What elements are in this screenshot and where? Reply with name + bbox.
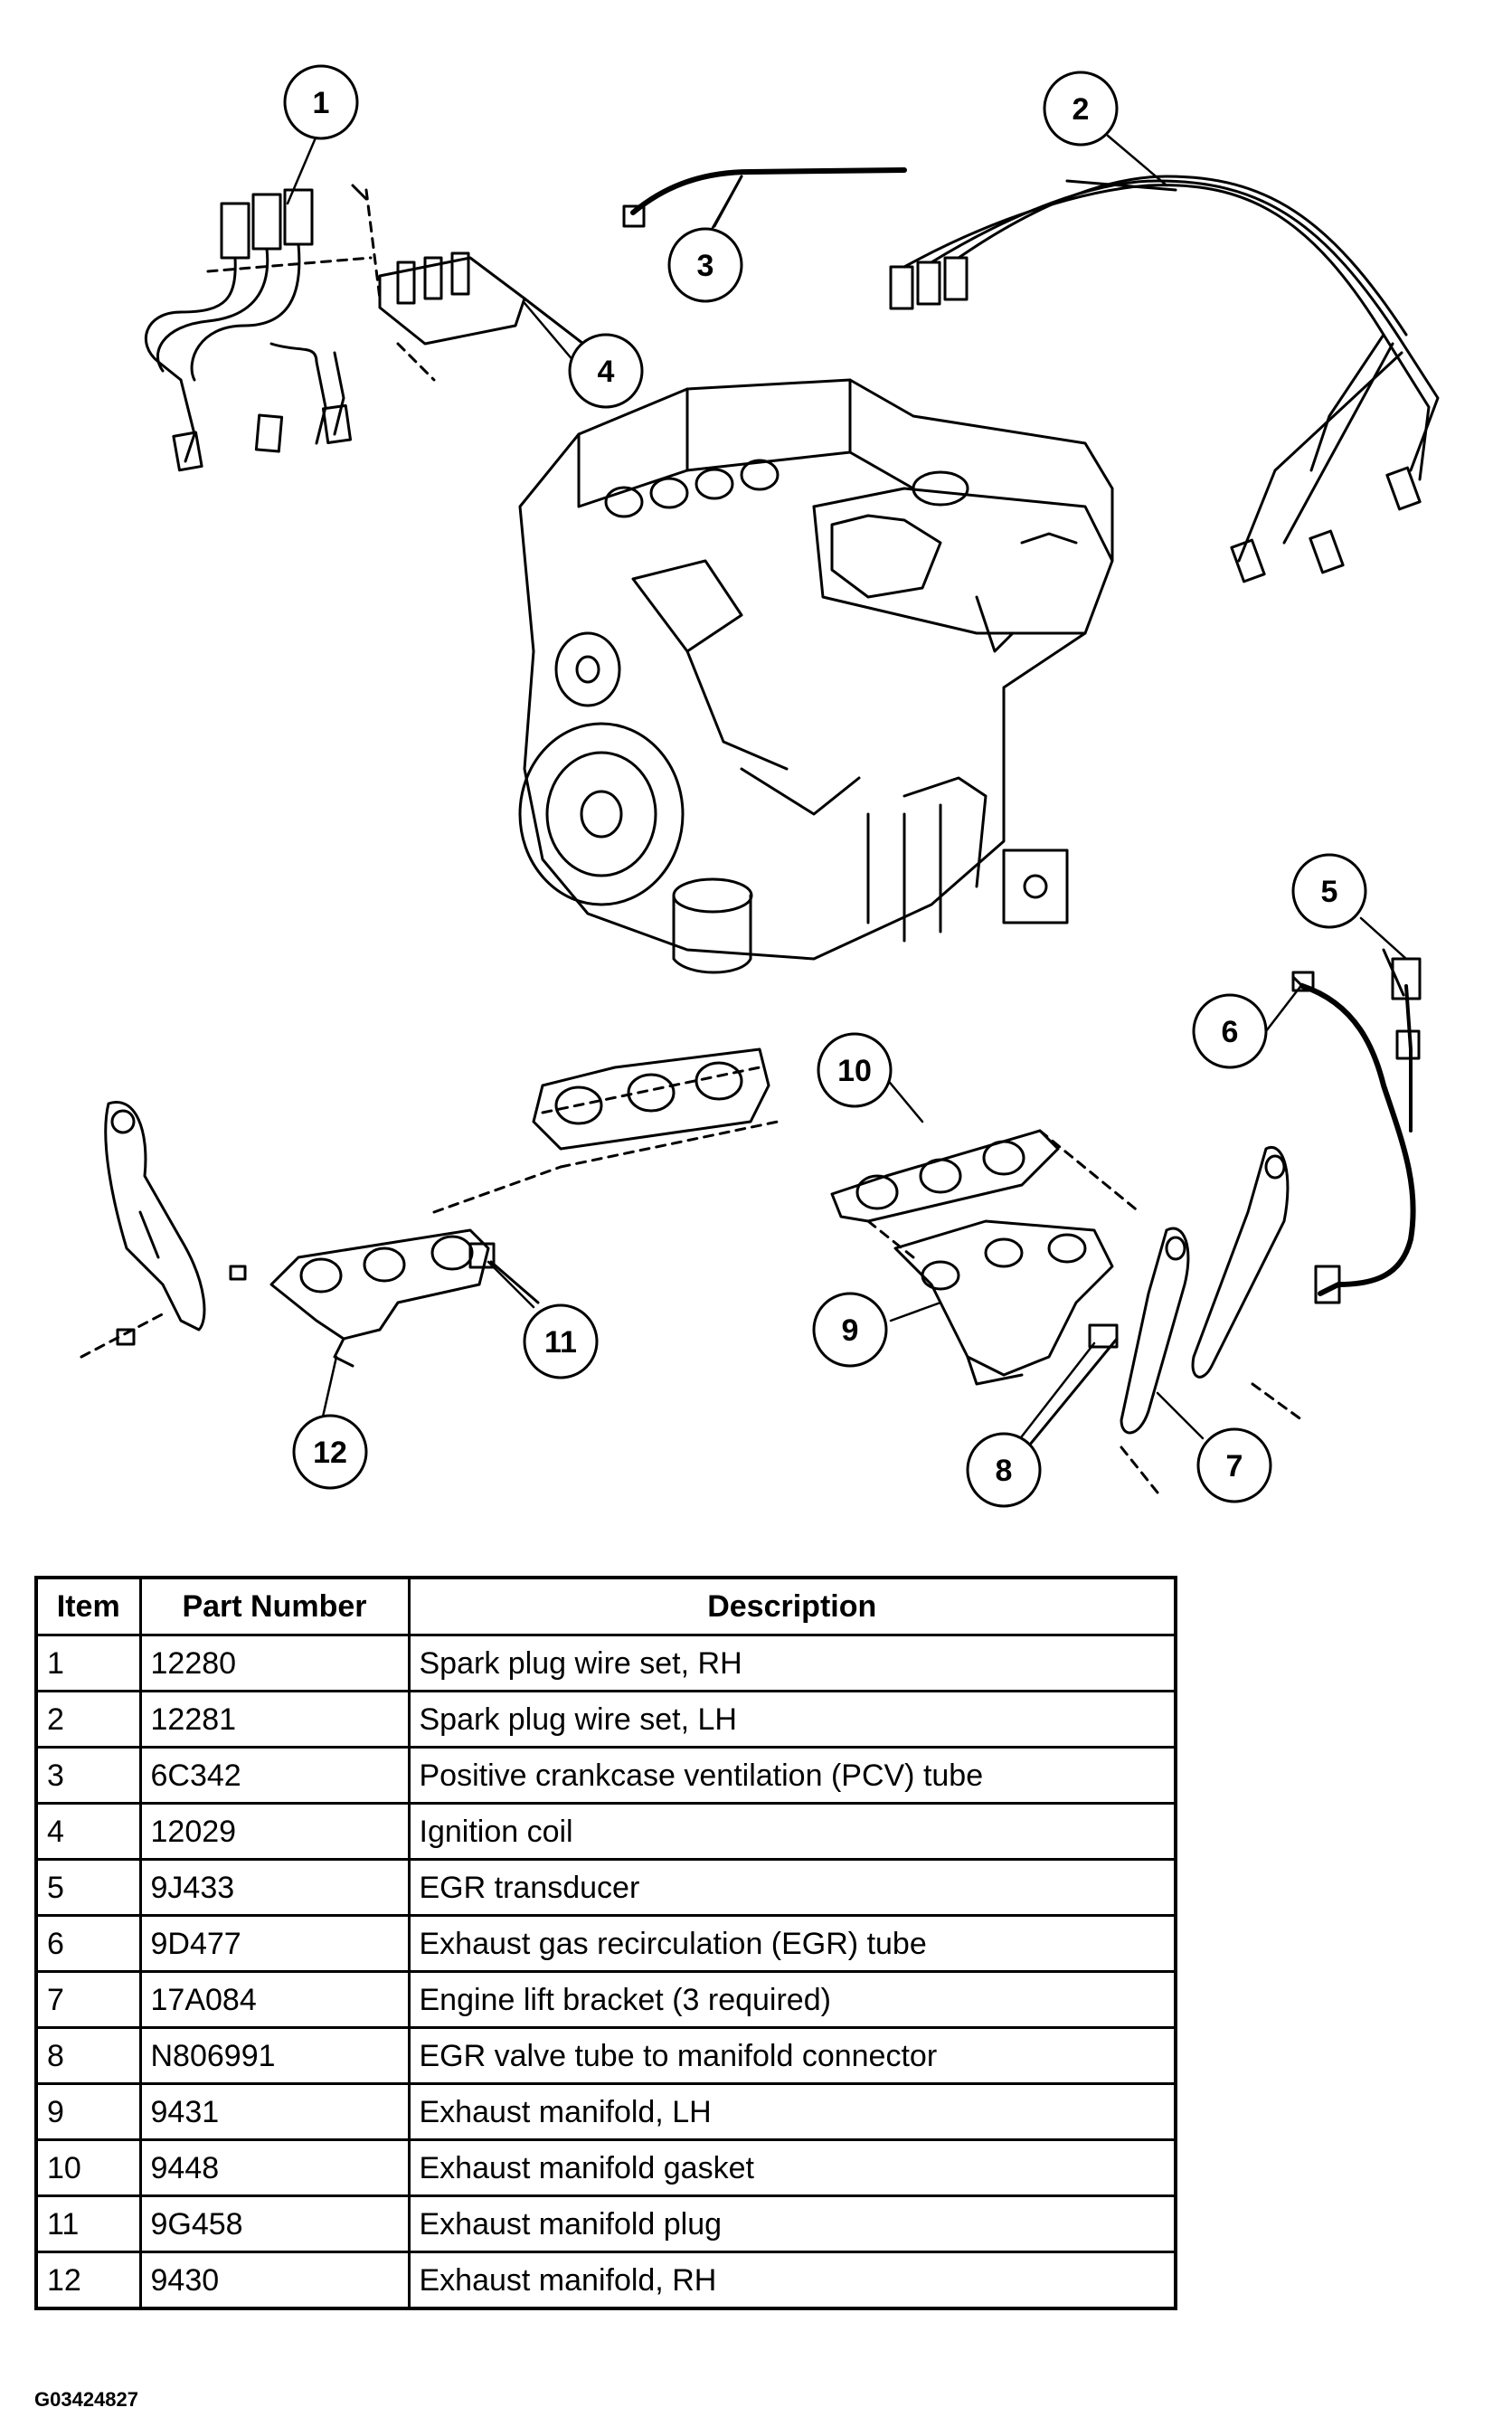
spark-plug-wire-set-rh-illustration (144, 188, 373, 472)
callout-5 (1291, 853, 1367, 929)
callout-10-number: 10 (837, 1054, 872, 1088)
callouts (283, 64, 1367, 1508)
callout-10 (817, 1032, 893, 1108)
cell-part-number: 6C342 (138, 1746, 411, 1805)
callout-3-number: 3 (697, 249, 714, 283)
callout-7 (1196, 1427, 1272, 1503)
cell-part-number: 9431 (138, 2082, 411, 2141)
callout-11 (523, 1303, 599, 1379)
cell-item: 2 (34, 1690, 142, 1749)
table-header-row: Item Part Number Description (34, 1576, 1177, 1636)
exploded-parts-diagram: 1 2 3 4 5 6 7 8 9 10 11 12 (80, 64, 1440, 1508)
cell-part-number: 9448 (138, 2138, 411, 2197)
callout-6-number: 6 (1222, 1015, 1239, 1049)
cell-description: Exhaust manifold gasket (407, 2138, 1177, 2197)
leader-lines (286, 134, 1408, 1467)
cell-description: Exhaust gas recirculation (EGR) tube (407, 1914, 1177, 1973)
callout-9 (812, 1292, 888, 1368)
cell-description: Engine lift bracket (3 required) (407, 1970, 1177, 2029)
callout-12 (292, 1414, 368, 1490)
cell-part-number: 12280 (138, 1634, 411, 1692)
cell-item: 3 (34, 1746, 142, 1805)
cell-item: 9 (34, 2082, 142, 2141)
callout-numbers: 1 2 3 4 5 6 7 8 9 10 11 12 (313, 86, 1338, 1488)
callout-4 (568, 333, 644, 409)
header-part-number: Part Number (138, 1576, 411, 1636)
cell-part-number: 9G458 (138, 2194, 411, 2253)
callout-3 (667, 227, 743, 303)
callout-4-number: 4 (598, 355, 615, 389)
cell-part-number: 17A084 (138, 1970, 411, 2029)
egr-tube-and-transducer-illustration (1291, 948, 1422, 1304)
callout-8-number: 8 (996, 1454, 1013, 1488)
header-description: Description (407, 1576, 1177, 1636)
cell-part-number: 9430 (138, 2251, 411, 2310)
callout-2-number: 2 (1073, 92, 1090, 127)
cell-item: 4 (34, 1802, 142, 1861)
ignition-coil-illustration (351, 184, 585, 382)
callout-11-number: 11 (544, 1325, 577, 1360)
exhaust-manifold-lh-illustration (830, 1129, 1304, 1494)
cell-description: Positive crankcase ventilation (PCV) tub… (407, 1746, 1177, 1805)
figure-id: G03424827 (34, 2388, 138, 2411)
cell-item: 7 (34, 1970, 142, 2029)
cell-item: 1 (34, 1634, 142, 1692)
callout-7-number: 7 (1226, 1449, 1243, 1483)
spark-plug-wire-set-lh-illustration (889, 175, 1440, 583)
cell-item: 6 (34, 1914, 142, 1973)
cell-item: 12 (34, 2251, 142, 2310)
callout-2 (1043, 71, 1119, 147)
callout-1 (283, 64, 359, 140)
cell-part-number: N806991 (138, 2026, 411, 2085)
cell-description: EGR transducer (407, 1858, 1177, 1917)
cell-description: Exhaust manifold plug (407, 2194, 1177, 2253)
exhaust-manifold-rh-illustration (80, 1047, 780, 1368)
cell-description: Ignition coil (407, 1802, 1177, 1861)
callout-5-number: 5 (1321, 875, 1338, 909)
cell-part-number: 12029 (138, 1802, 411, 1861)
pcv-tube-illustration (622, 167, 907, 228)
cell-description: Spark plug wire set, LH (407, 1690, 1177, 1749)
cell-description: Exhaust manifold, RH (407, 2251, 1177, 2310)
callout-1-number: 1 (313, 86, 330, 120)
header-item: Item (34, 1576, 142, 1636)
callout-9-number: 9 (842, 1313, 859, 1348)
cell-description: EGR valve tube to manifold connector (407, 2026, 1177, 2085)
engine-block-illustration (518, 378, 1114, 974)
cell-item: 8 (34, 2026, 142, 2085)
callout-12-number: 12 (313, 1436, 347, 1470)
cell-part-number: 9J433 (138, 1858, 411, 1917)
cell-item: 10 (34, 2138, 142, 2197)
cell-item: 11 (34, 2194, 142, 2253)
callout-6 (1192, 993, 1268, 1069)
cell-description: Exhaust manifold, LH (407, 2082, 1177, 2141)
cell-part-number: 12281 (138, 1690, 411, 1749)
callout-8 (966, 1432, 1042, 1508)
cell-description: Spark plug wire set, RH (407, 1634, 1177, 1692)
crank-pulley (518, 722, 685, 906)
cell-part-number: 9D477 (138, 1914, 411, 1973)
cell-item: 5 (34, 1858, 142, 1917)
